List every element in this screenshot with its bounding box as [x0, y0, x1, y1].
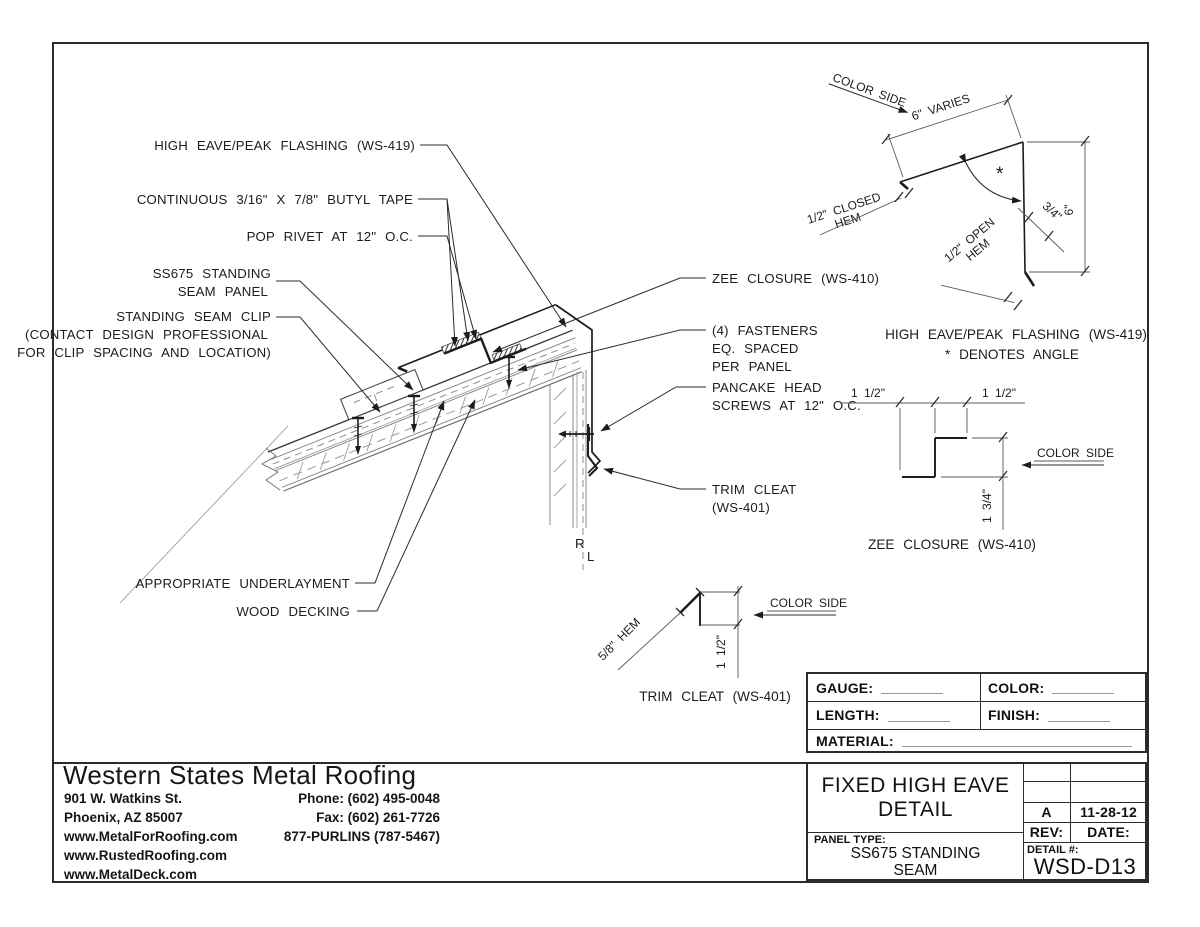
date-value-cell: 11-28-12	[1080, 804, 1137, 820]
rev-label-cell: REV:	[1029, 824, 1064, 840]
company-website-1: www.MetalForRoofing.com	[64, 829, 238, 844]
gauge-blank	[881, 681, 944, 694]
finish-label: FINISH:	[988, 707, 1040, 723]
gauge-field: GAUGE:	[808, 674, 980, 701]
length-blank	[887, 709, 950, 722]
finish-blank	[1047, 709, 1110, 722]
detail-number-value: WSD-D13	[1033, 854, 1137, 879]
detail-title-line2: DETAIL	[878, 798, 953, 821]
color-blank	[1052, 681, 1115, 694]
color-label: COLOR:	[988, 679, 1045, 696]
company-contact: Phone: (602) 495-0048 Fax: (602) 261-772…	[240, 789, 440, 846]
sheet-border	[52, 42, 1149, 883]
company-tollfree: 877-PURLINS (787-5467)	[283, 829, 440, 844]
company-city: Phoenix, AZ 85007	[64, 810, 183, 825]
company-block-divider	[52, 762, 806, 764]
company-website-3: www.MetalDeck.com	[64, 867, 198, 882]
finish-field: FINISH:	[980, 701, 1149, 729]
length-label: LENGTH:	[816, 707, 880, 723]
revision-table: A 11-28-12 REV: DATE: DETAIL #: WSD-D13	[1023, 764, 1147, 880]
company-phone: Phone: (602) 495-0048	[298, 791, 440, 806]
panel-type-line2: SEAM	[893, 862, 938, 879]
detail-number-label: DETAIL #:	[1027, 844, 1079, 856]
company-street: 901 W. Watkins St.	[64, 791, 183, 806]
title-block-specs: GAUGE: COLOR: LENGTH: FINISH: MATERIAL:	[806, 672, 1147, 753]
company-name: Western States Metal Roofing	[63, 760, 417, 790]
length-field: LENGTH:	[808, 701, 980, 729]
panel-type-label: PANEL TYPE:	[814, 834, 886, 846]
material-field: MATERIAL:	[808, 729, 1149, 752]
material-label: MATERIAL:	[816, 732, 894, 749]
date-label-cell: DATE:	[1087, 824, 1130, 840]
panel-type-value: SS675 STANDING SEAM	[808, 845, 1023, 879]
title-block-main: FIXED HIGH EAVE DETAIL PANEL TYPE: SS675…	[806, 762, 1147, 881]
color-field: COLOR:	[980, 674, 1149, 701]
panel-type-cell: PANEL TYPE: SS675 STANDING SEAM	[808, 832, 1024, 879]
company-address: 901 W. Watkins St. Phoenix, AZ 85007 www…	[64, 789, 238, 884]
rev-value-cell: A	[1041, 804, 1052, 820]
company-fax: Fax: (602) 261-7726	[316, 810, 440, 825]
detail-title: FIXED HIGH EAVE DETAIL	[808, 764, 1024, 833]
company-website-2: www.RustedRoofing.com	[64, 848, 227, 863]
panel-type-line1: SS675 STANDING	[850, 845, 981, 862]
material-blank	[901, 734, 1132, 747]
gauge-label: GAUGE:	[816, 679, 874, 696]
detail-title-line1: FIXED HIGH EAVE	[821, 774, 1010, 797]
